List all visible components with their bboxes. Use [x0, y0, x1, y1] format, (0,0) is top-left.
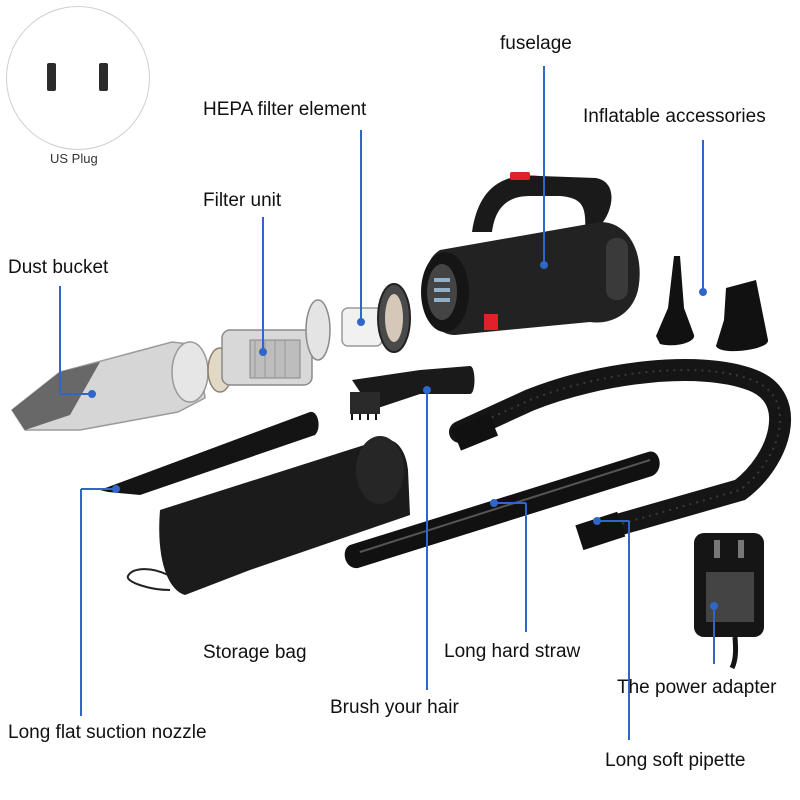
leader-adapter-dot [710, 602, 718, 610]
leader-fuselage-dot [540, 261, 548, 269]
leader-inflatable-dot [699, 288, 707, 296]
plug-prong-left [47, 63, 56, 91]
flat-nozzle-image [100, 411, 319, 495]
us-plug-caption: US Plug [50, 151, 98, 166]
leader-hepa-dot [357, 318, 365, 326]
dust-bucket-image [10, 341, 209, 431]
plug-prong-right [99, 63, 108, 91]
leader-dust-bucket-dot [88, 390, 96, 398]
label-long-flat-suction-nozzle: Long flat suction nozzle [8, 722, 207, 743]
power-adapter-image [694, 533, 764, 670]
inflatable-accessories-image [656, 256, 769, 352]
hepa-filter-image [341, 283, 411, 353]
label-power-adapter: The power adapter [617, 677, 777, 698]
us-plug-icon [6, 6, 150, 150]
leader-pipette-dot [593, 517, 601, 525]
leader-filter-unit-dot [259, 348, 267, 356]
label-inflatable-accessories: Inflatable accessories [583, 106, 766, 127]
leader-lines [59, 66, 718, 740]
label-long-soft-pipette: Long soft pipette [605, 750, 746, 771]
label-filter-unit: Filter unit [203, 190, 282, 211]
label-fuselage: fuselage [500, 33, 572, 54]
label-long-hard-straw: Long hard straw [444, 641, 581, 662]
leader-flat-nozzle-dot [112, 485, 120, 493]
long-hard-straw-image [344, 451, 660, 569]
brush-image [350, 366, 475, 420]
leader-brush-dot [423, 386, 431, 394]
storage-bag-image [126, 436, 410, 595]
label-hepa-filter-element: HEPA filter element [203, 99, 367, 120]
leader-straw-dot [490, 499, 498, 507]
label-dust-bucket: Dust bucket [8, 257, 109, 278]
filter-unit-image [207, 299, 331, 393]
label-brush: Brush your hair [330, 697, 459, 718]
label-storage-bag: Storage bag [203, 642, 307, 663]
fuselage-image [421, 172, 640, 335]
